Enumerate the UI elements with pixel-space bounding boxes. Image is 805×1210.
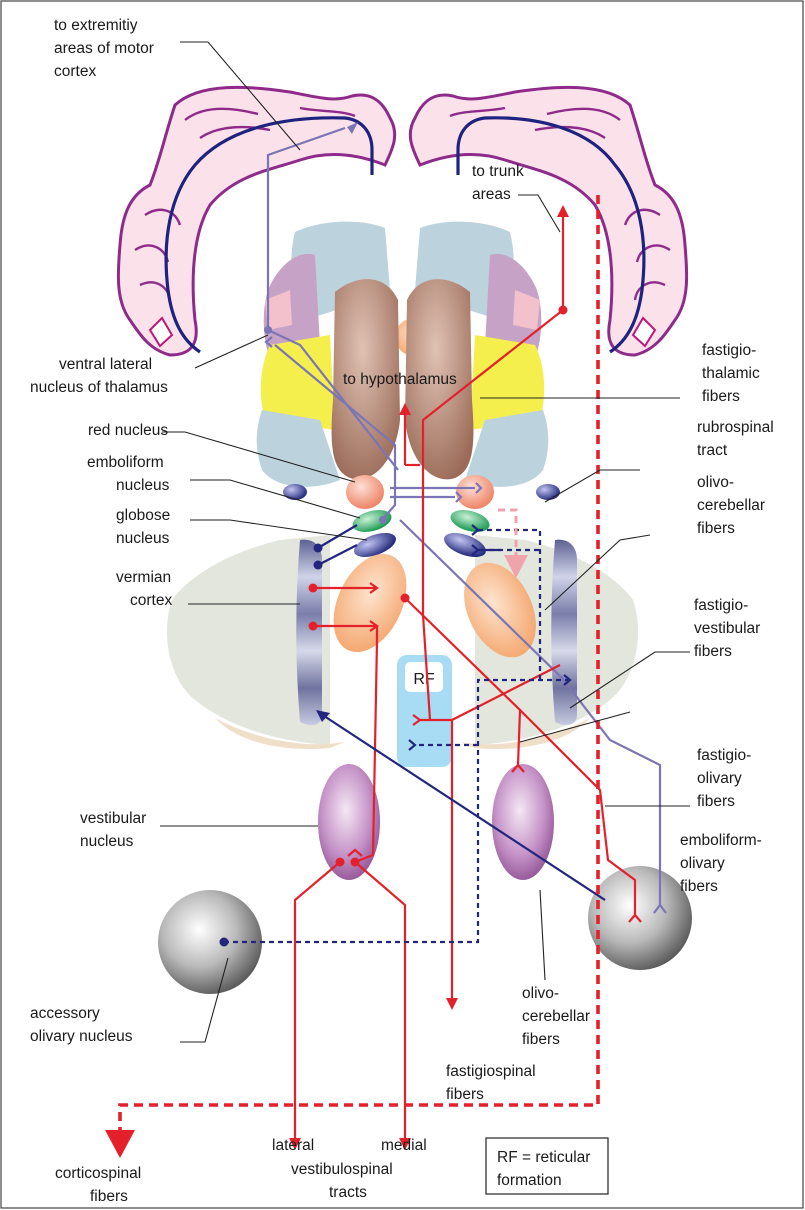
svg-text:thalamic: thalamic [702,365,760,382]
label-vestibulospinal-tracts: vestibulospinal tracts [291,1161,393,1201]
label-olivocerebellar-bottom: olivo- cerebellar fibers [522,985,590,1048]
svg-text:nucleus of thalamus: nucleus of thalamus [30,379,168,396]
label-trunk-areas: to trunk areas [472,163,524,203]
label-rubrospinal-tract: rubrospinal tract [697,419,774,459]
svg-text:nucleus: nucleus [80,833,134,850]
svg-text:formation: formation [497,1172,562,1189]
label-fastigio-olivary: fastigio- olivary fibers [697,747,751,810]
fastigial-nucleus-left [319,542,421,663]
svg-text:olivo-: olivo- [522,985,559,1002]
label-to-hypothalamus: to hypothalamus [343,371,457,388]
svg-text:cortex: cortex [130,592,172,609]
label-ventral-lateral-nucleus: ventral lateral nucleus of thalamus [30,356,168,396]
inferior-olive [588,866,692,970]
svg-text:accessory: accessory [30,1005,100,1022]
svg-text:fastigio-: fastigio- [694,597,748,614]
legend-box: RF = reticular formation [486,1138,608,1194]
svg-text:ventral lateral: ventral lateral [59,356,152,373]
svg-text:olivary nucleus: olivary nucleus [30,1028,133,1045]
label-fastigio-thalamic: fastigio- thalamic fibers [702,342,760,405]
label-fastigio-vestibular: fastigio- vestibular fibers [694,597,760,660]
label-accessory-olivary-nucleus: accessory olivary nucleus [30,1005,133,1045]
svg-text:fibers: fibers [694,643,732,660]
red-nucleus-right [456,475,494,509]
svg-text:olivary: olivary [697,770,742,787]
svg-text:RF = reticular: RF = reticular [497,1149,590,1166]
label-fastigiospinal-fibers: fastigiospinal fibers [446,1063,536,1103]
svg-text:fibers: fibers [680,878,718,895]
label-vermian-cortex: vermian cortex [116,569,172,609]
svg-text:vermian: vermian [116,569,171,586]
svg-text:tract: tract [697,442,728,459]
rf-label: RF [413,671,435,688]
red-nucleus-left [346,475,384,509]
svg-text:olivary: olivary [680,855,725,872]
svg-text:globose: globose [116,507,170,524]
label-corticospinal-fibers: corticospinal fibers [55,1165,141,1205]
svg-text:fibers: fibers [702,388,740,405]
svg-text:olivo-: olivo- [697,474,734,491]
svg-text:nucleus: nucleus [116,530,170,547]
svg-text:nucleus: nucleus [116,477,170,494]
emboliform-nucleus-left [350,506,394,536]
label-lateral: lateral [272,1137,314,1154]
svg-text:rubrospinal: rubrospinal [697,419,774,436]
label-emboliform-nucleus: emboliform nucleus [87,454,170,494]
svg-text:fibers: fibers [90,1188,128,1205]
svg-text:fastigio-: fastigio- [697,747,751,764]
svg-text:areas of motor: areas of motor [54,40,154,57]
svg-text:areas: areas [472,186,511,203]
thalamus-block [257,222,560,500]
svg-text:cortex: cortex [54,63,96,80]
svg-text:to extremitiy: to extremitiy [54,17,138,34]
corticospinal-arrowhead [105,1130,135,1158]
svg-text:fibers: fibers [697,520,735,537]
svg-text:fastigiospinal: fastigiospinal [446,1063,536,1080]
label-globose-nucleus: globose nucleus [116,507,170,547]
svg-text:vestibulospinal: vestibulospinal [291,1161,393,1178]
label-medial: medial [381,1137,427,1154]
svg-text:vestibular: vestibular [80,810,146,827]
label-red-nucleus: red nucleus [88,422,168,439]
svg-text:emboliform: emboliform [87,454,164,471]
svg-text:corticospinal: corticospinal [55,1165,141,1182]
svg-text:to trunk: to trunk [472,163,524,180]
vestibular-nucleus-right [492,764,554,880]
svg-text:fibers: fibers [446,1086,484,1103]
label-extremity-areas: to extremitiy areas of motor cortex [54,17,154,80]
svg-text:emboliform-: emboliform- [680,832,762,849]
svg-text:fastigio-: fastigio- [702,342,756,359]
svg-text:vestibular: vestibular [694,620,760,637]
svg-text:cerebellar: cerebellar [522,1008,590,1025]
svg-text:cerebellar: cerebellar [697,497,765,514]
vestibular-nucleus-left [318,764,380,880]
svg-text:fibers: fibers [522,1031,560,1048]
svg-text:fibers: fibers [697,793,735,810]
svg-text:tracts: tracts [329,1184,367,1201]
label-emboliform-olivary: emboliform- olivary fibers [680,832,762,895]
emboliform-nucleus-right [448,506,492,536]
label-vestibular-nucleus: vestibular nucleus [80,810,146,850]
label-olivocerebellar-top: olivo- cerebellar fibers [697,474,765,537]
